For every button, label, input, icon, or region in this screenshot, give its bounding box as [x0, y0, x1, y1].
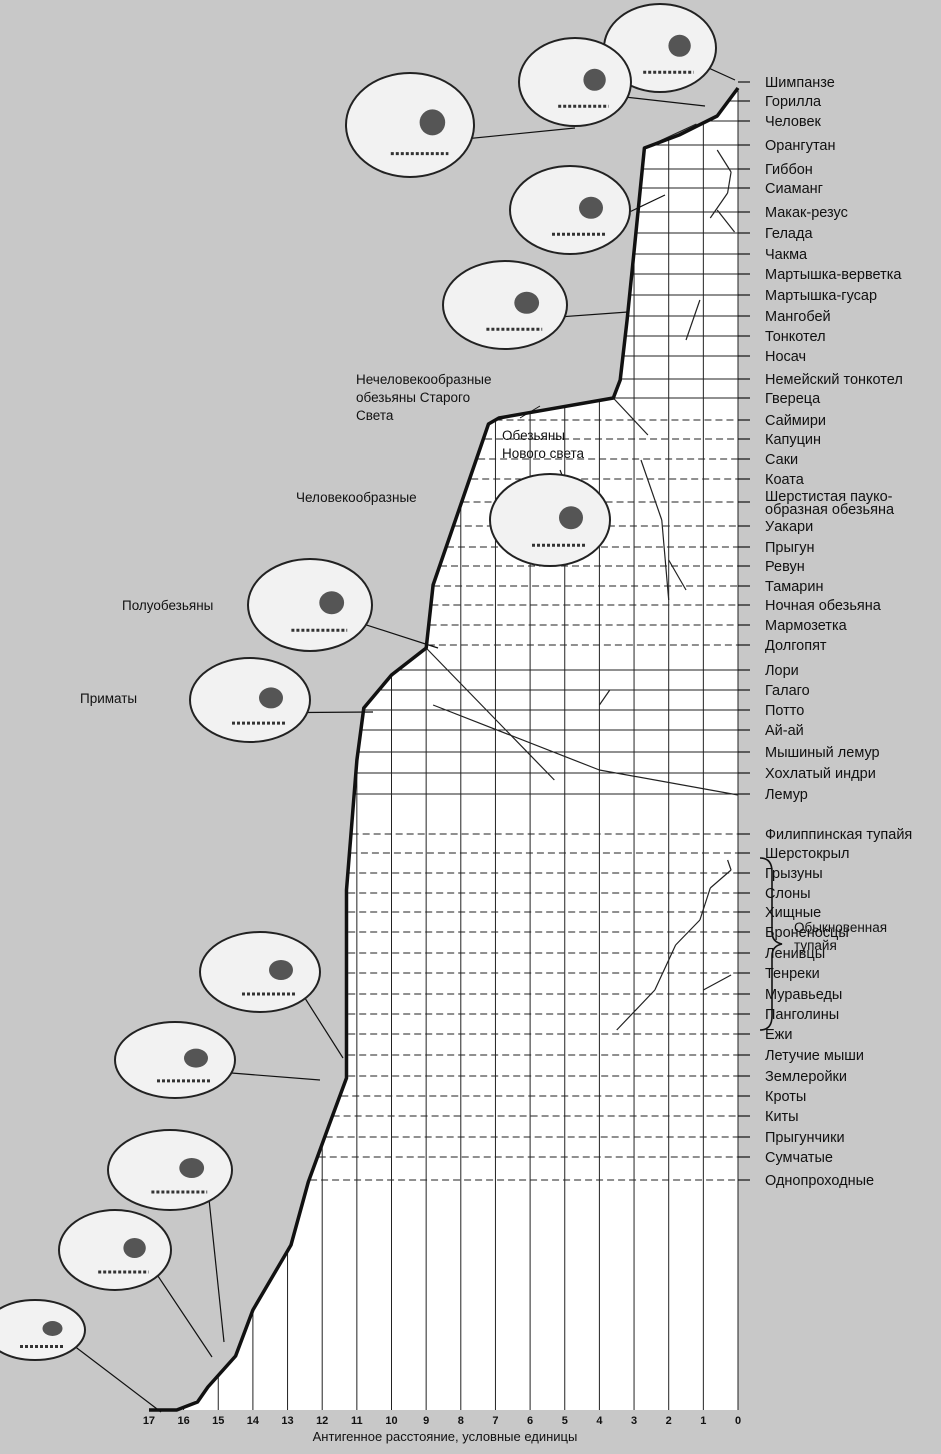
species-label: Прыгун: [765, 540, 814, 556]
species-label: Орангутан: [765, 138, 836, 154]
species-label: Носач: [765, 349, 806, 365]
x-tick-label: 17: [143, 1415, 155, 1427]
species-label: Филиппинская тупайя: [765, 827, 912, 843]
species-label: Лори: [765, 663, 799, 679]
species-label: Однопроходные: [765, 1173, 874, 1189]
species-label: Тамарин: [765, 579, 823, 595]
species-label: Уакари: [765, 519, 813, 535]
group-label-prosimians: Полуобезьяны: [122, 598, 213, 613]
species-label: Мармозетка: [765, 618, 848, 634]
skull-icon: [443, 261, 628, 349]
x-tick-label: 5: [562, 1415, 568, 1427]
species-label: Шерстистая пауко-образная обезьяна: [765, 489, 895, 518]
species-label: Ночная обезьяна: [765, 598, 882, 614]
species-labels: ШимпанзеГориллаЧеловекОрангутанГиббонСиа…: [738, 75, 912, 1189]
x-tick-label: 13: [281, 1415, 293, 1427]
species-label: Макак-резус: [765, 205, 848, 221]
x-tick-label: 4: [596, 1415, 603, 1427]
species-label: Слоны: [765, 886, 811, 902]
species-label: Человек: [765, 114, 822, 130]
x-tick-label: 3: [631, 1415, 637, 1427]
x-tick-label: 2: [666, 1415, 672, 1427]
skull-icon: [248, 559, 438, 651]
species-label: Саки: [765, 452, 798, 468]
group-label-primates: Приматы: [80, 691, 137, 706]
species-label: Коата: [765, 472, 805, 488]
species-label: Чакма: [765, 247, 808, 263]
x-tick-label: 0: [735, 1415, 741, 1427]
x-tick-label: 6: [527, 1415, 533, 1427]
species-label: Мартышка-гусар: [765, 288, 877, 304]
species-label: Гиббон: [765, 162, 813, 178]
species-label: Ай-ай: [765, 723, 804, 739]
species-label: Прыгунчики: [765, 1130, 845, 1146]
x-tick-label: 7: [492, 1415, 498, 1427]
species-label: Ежи: [765, 1027, 792, 1043]
x-tick-label: 12: [316, 1415, 328, 1427]
species-label: Землеройки: [765, 1069, 847, 1085]
species-label: Потто: [765, 703, 804, 719]
x-tick-label: 16: [177, 1415, 189, 1427]
species-label: Хищные: [765, 905, 821, 921]
species-label: Гвереца: [765, 391, 821, 407]
species-label: Долгопят: [765, 638, 827, 654]
species-label: Тенреки: [765, 966, 820, 982]
x-tick-label: 1: [700, 1415, 706, 1427]
x-tick-label: 11: [351, 1415, 363, 1427]
skull-icon: [190, 658, 373, 742]
species-label: Панголины: [765, 1007, 839, 1023]
species-label: Тонкотел: [765, 329, 826, 345]
species-label: Горилла: [765, 94, 822, 110]
species-label: Шерстокрыл: [765, 846, 850, 862]
x-tick-label: 14: [247, 1415, 260, 1427]
species-label: Немейский тонкотел: [765, 372, 903, 388]
species-label: Мангобей: [765, 309, 831, 325]
x-tick-label: 9: [423, 1415, 429, 1427]
species-label: Сиаманг: [765, 181, 823, 197]
species-label: Саймири: [765, 413, 826, 429]
tupaia-brace: [760, 858, 782, 1030]
species-label: Гелада: [765, 226, 813, 242]
x-axis-title: Антигенное расстояние, условные единицы: [313, 1429, 578, 1444]
species-label: Киты: [765, 1109, 799, 1125]
species-label: Мартышка-верветка: [765, 267, 902, 283]
skull-icon: [115, 1022, 320, 1098]
x-tick-label: 8: [458, 1415, 464, 1427]
species-label: Грызуны: [765, 866, 823, 882]
species-label: Кроты: [765, 1089, 806, 1105]
species-label: Шимпанзе: [765, 75, 835, 91]
species-label: Галаго: [765, 683, 810, 699]
chart-panel: [149, 88, 738, 1410]
species-label: Мышиный лемур: [765, 745, 880, 761]
species-label: Хохлатый индри: [765, 766, 876, 782]
skull-icon: [0, 1300, 161, 1412]
species-label: Сумчатые: [765, 1150, 833, 1166]
x-tick-label: 10: [385, 1415, 397, 1427]
species-label: Капуцин: [765, 432, 821, 448]
group-label-apes: Человекообразные: [296, 490, 417, 505]
x-tick-label: 15: [212, 1415, 224, 1427]
species-label: Лемур: [765, 787, 808, 803]
species-label: Муравьеды: [765, 987, 842, 1003]
species-label: Ревун: [765, 559, 805, 575]
species-label: Летучие мыши: [765, 1048, 864, 1064]
